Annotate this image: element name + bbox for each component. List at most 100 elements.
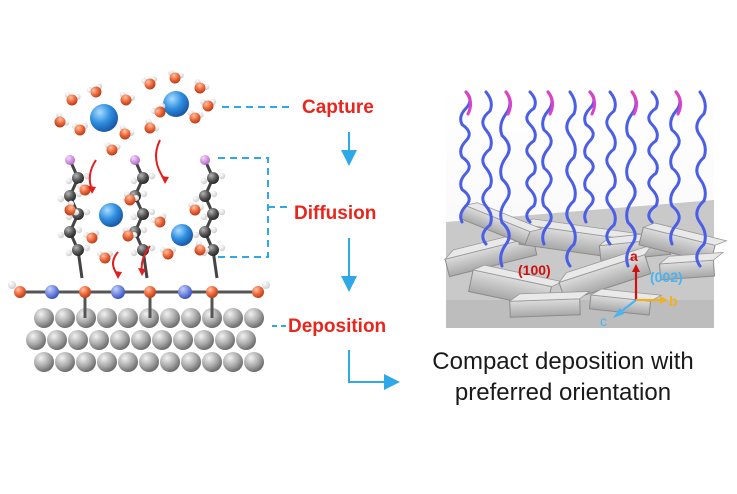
chain-hydrogen xyxy=(130,177,138,185)
water-molecule xyxy=(194,79,210,94)
axis-b-label: b xyxy=(669,293,678,309)
chain-carbon xyxy=(72,172,84,184)
chain-carbon xyxy=(64,226,76,238)
substrate-atom xyxy=(173,330,193,350)
chain-carbon xyxy=(207,244,219,256)
substrate-atom xyxy=(76,352,96,372)
substrate-atom xyxy=(223,308,243,328)
transport-arrowhead xyxy=(161,176,169,184)
substrate-atom xyxy=(110,330,130,350)
chain-hydrogen xyxy=(57,195,65,203)
water-molecule xyxy=(104,142,121,156)
metal-substrate xyxy=(26,308,264,372)
interface-oxygen xyxy=(79,286,91,298)
crystal-rendering-panel: (100) (002) a b c xyxy=(444,88,728,329)
chain-hydrogen xyxy=(57,231,65,239)
flow-arrows xyxy=(341,132,400,390)
interface-oxygen xyxy=(144,286,156,298)
cation xyxy=(171,224,193,246)
water-molecule xyxy=(72,123,88,136)
water-molecule xyxy=(54,112,70,128)
polymer-strand xyxy=(669,90,682,246)
outcome-caption: Compact deposition with preferred orient… xyxy=(398,346,728,408)
interface-hydrogen xyxy=(262,281,270,289)
substrate-atom xyxy=(181,352,201,372)
chain-hydrogen xyxy=(218,208,226,216)
water-molecule xyxy=(86,83,103,98)
crystal-platelet xyxy=(508,290,591,318)
water-molecule xyxy=(119,125,135,140)
chain-carbon xyxy=(137,208,149,220)
substrate-atom xyxy=(236,330,256,350)
transport-arrowhead xyxy=(88,186,96,194)
chain-carbon xyxy=(199,226,211,238)
chain-head-atom xyxy=(130,155,140,165)
transport-arrowhead xyxy=(138,268,146,276)
polymer-strand xyxy=(499,90,512,268)
water-molecule xyxy=(123,191,140,206)
chain-hydrogen xyxy=(130,249,138,257)
substrate-atom xyxy=(202,352,222,372)
facet-100-label: (100) xyxy=(518,262,551,278)
chain-hydrogen xyxy=(200,177,208,185)
polymer-strand xyxy=(647,90,659,224)
water-molecule xyxy=(150,213,167,228)
chain-hydrogen xyxy=(192,231,200,239)
chain-carbon xyxy=(199,190,211,202)
water-molecule xyxy=(144,118,160,134)
chain-hydrogen xyxy=(83,244,91,252)
chain-hydrogen xyxy=(140,226,148,234)
substrate-atom xyxy=(97,352,117,372)
substrate-atom xyxy=(89,330,109,350)
crystal-axes xyxy=(613,264,668,318)
chain-head-atom xyxy=(65,155,75,165)
transport-arrow xyxy=(155,139,166,181)
polymer-end-segment xyxy=(546,90,555,116)
substrate-atom xyxy=(139,352,159,372)
polymer-end-segment xyxy=(464,90,473,116)
polymer-end-segment xyxy=(588,90,597,116)
solvated-cations xyxy=(54,69,216,264)
water-molecule xyxy=(77,183,93,196)
polymer-strand xyxy=(541,90,554,246)
interface-nitrogen xyxy=(45,285,59,299)
substrate-atom xyxy=(131,330,151,350)
interface-oxygen xyxy=(206,286,218,298)
substrate-atom xyxy=(194,330,214,350)
cation xyxy=(90,104,118,132)
chain-hydrogen xyxy=(65,177,73,185)
outcome-line-2: preferred orientation xyxy=(454,379,672,406)
chain-carbon xyxy=(207,172,219,184)
substrate-atom xyxy=(181,308,201,328)
polymer-strand xyxy=(695,90,707,268)
step-diffusion-label: Diffusion xyxy=(294,203,376,224)
water-molecule xyxy=(83,230,100,244)
cation xyxy=(99,203,123,227)
polymer-strand xyxy=(525,90,537,224)
substrate-atom xyxy=(244,352,264,372)
chain-hydrogen xyxy=(218,244,226,252)
substrate-atom xyxy=(160,308,180,328)
chain-hydrogen xyxy=(140,190,148,198)
chain-hydrogen xyxy=(210,226,218,234)
chain-hydrogen xyxy=(200,213,208,221)
interface-nitrogen xyxy=(178,285,192,299)
polymer-strand xyxy=(605,90,617,246)
substrate-atom xyxy=(34,308,54,328)
step-deposition-label: Deposition xyxy=(288,316,386,337)
substrate-atom xyxy=(68,330,88,350)
polymer-end-segment xyxy=(504,90,513,116)
polymer-strands xyxy=(459,90,707,268)
cation xyxy=(163,91,189,117)
polymer-strand xyxy=(565,90,577,268)
substrate-atom xyxy=(47,330,67,350)
water-molecule xyxy=(188,201,204,216)
water-molecule xyxy=(119,91,136,106)
polymer-strand xyxy=(625,90,638,268)
substrate-atom xyxy=(34,352,54,372)
chain-hydrogen xyxy=(130,213,138,221)
chain-head-atom xyxy=(200,155,210,165)
axis-c-label: c xyxy=(600,313,607,329)
water-molecule xyxy=(141,76,158,90)
water-molecule xyxy=(64,92,81,106)
